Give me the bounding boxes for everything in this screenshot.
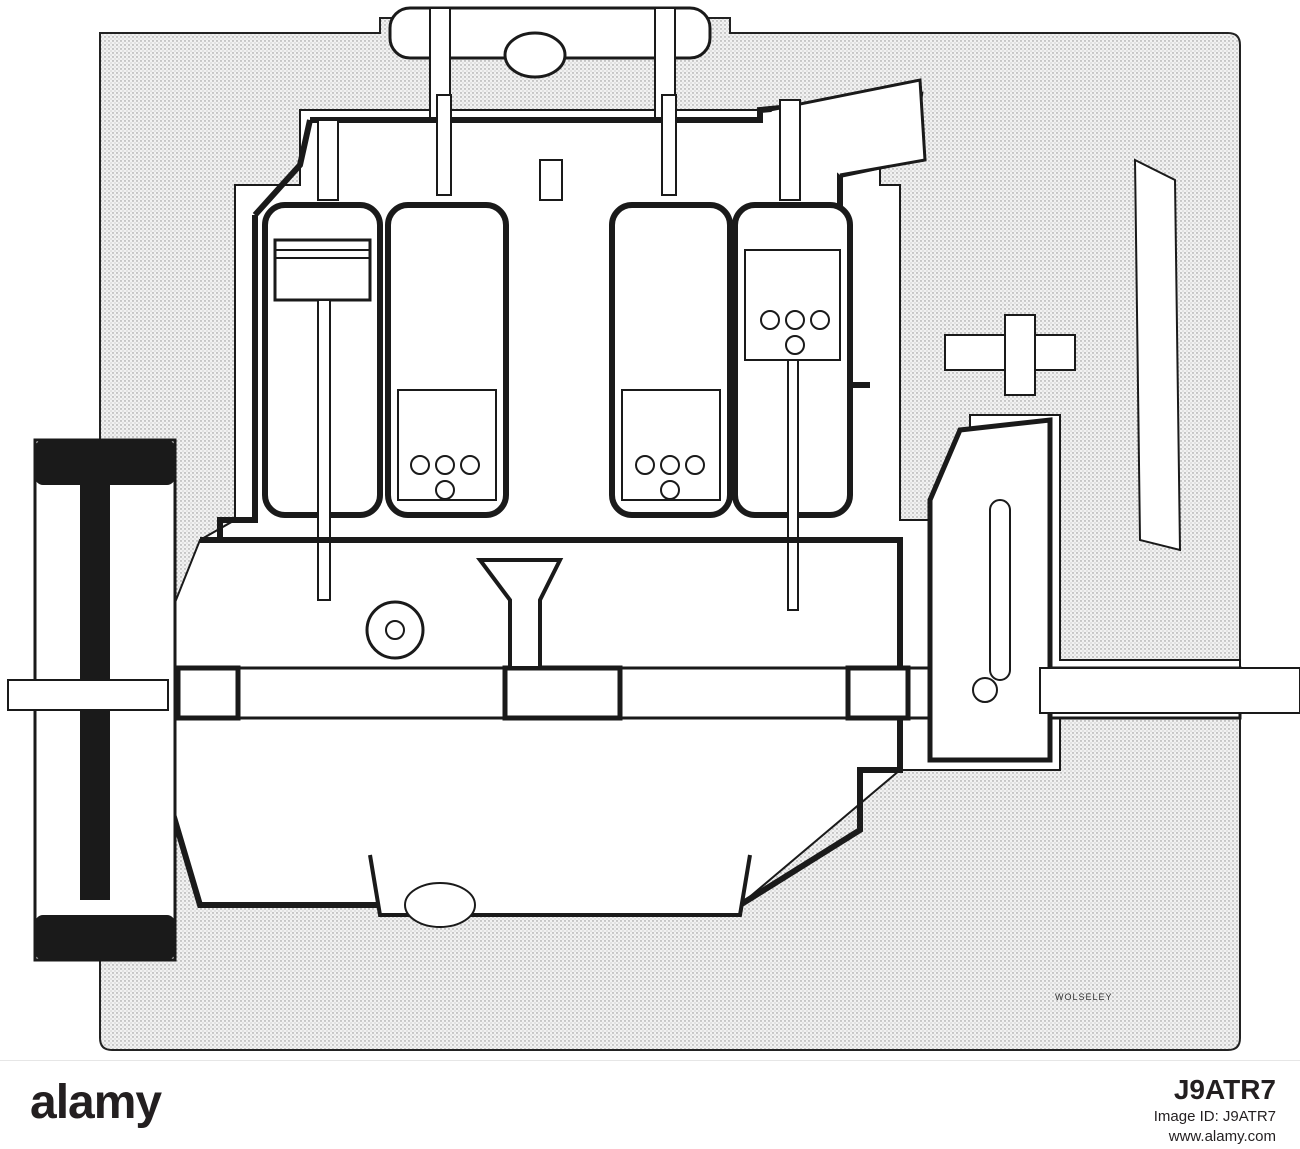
stock-footer: alamy J9ATR7 Image ID: J9ATR7 www.alamy.… — [0, 1060, 1300, 1149]
cylinder-1 — [262, 202, 383, 601]
cylinder-4 — [732, 202, 853, 611]
cylinder-3 — [609, 202, 733, 518]
timing-gear-housing — [927, 417, 1053, 763]
maker-mark: WOLSELEY — [1055, 992, 1113, 1002]
stock-info: J9ATR7 Image ID: J9ATR7 www.alamy.com — [1154, 1073, 1276, 1147]
fan-assembly — [944, 158, 1182, 552]
flywheel — [7, 438, 177, 962]
output-shaft — [1039, 667, 1300, 714]
cylinder-2 — [385, 202, 509, 518]
image-id-line: Image ID: J9ATR7 — [1153, 1108, 1276, 1125]
website-line[interactable]: www.alamy.com — [1168, 1128, 1276, 1145]
spark-plugs — [317, 94, 801, 201]
image-id-large: J9ATR7 — [1173, 1074, 1276, 1105]
alamy-logo[interactable]: alamy — [30, 1076, 162, 1129]
engine-cutaway-diagram: WOLSELEY — [7, 6, 1300, 1051]
exhaust-pipe — [769, 78, 927, 177]
